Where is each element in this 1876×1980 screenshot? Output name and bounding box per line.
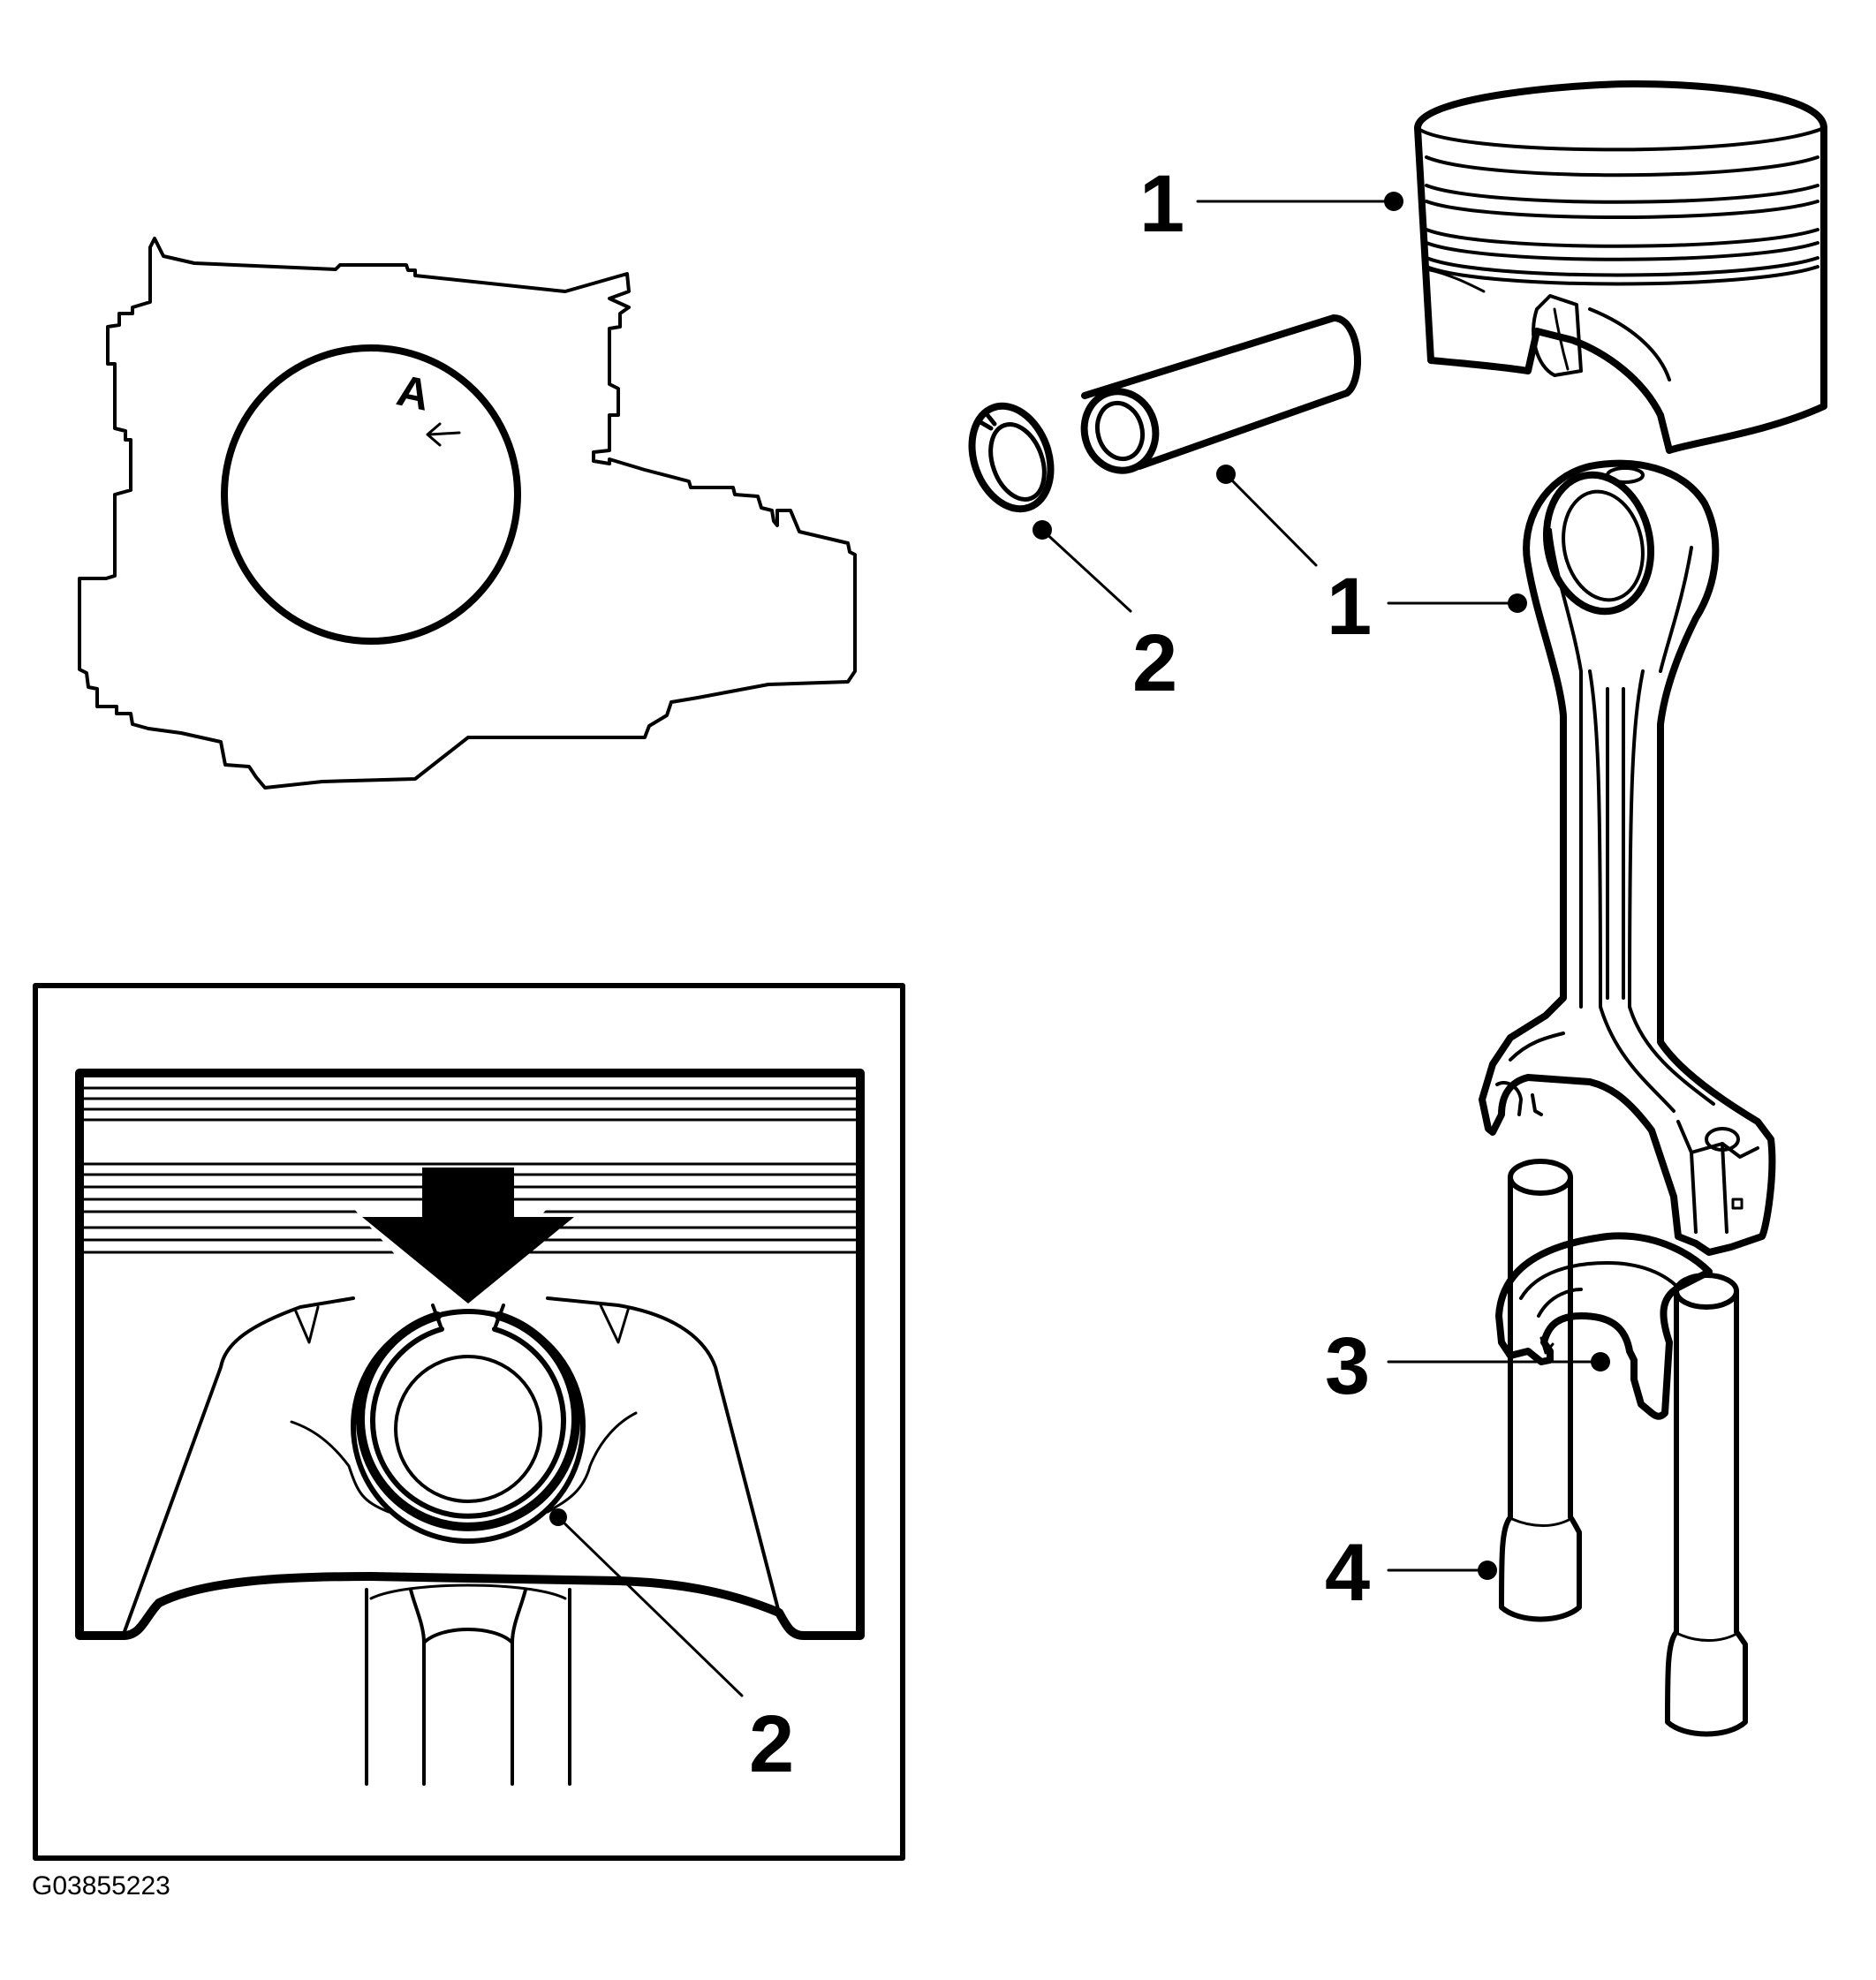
- callout-bolt-guide: 4: [1325, 1528, 1370, 1618]
- cylinder-bore-circle: [221, 344, 521, 645]
- figure-id: G03855223: [32, 1871, 170, 1901]
- detail-view-box: 2: [33, 983, 905, 1861]
- direction-arrow-icon: [362, 1168, 574, 1304]
- callout-connecting-rod: 1: [1327, 562, 1372, 652]
- callout-retainer-exploded: 2: [1132, 618, 1177, 708]
- view-letter: A: [393, 365, 435, 419]
- pin-retainer: [968, 402, 1055, 513]
- piston: [1414, 80, 1827, 454]
- callout-rod-bearing: 3: [1325, 1321, 1370, 1411]
- bolt-guide-right: [1665, 1273, 1748, 1737]
- retaining-clip: [351, 1304, 586, 1544]
- callout-retainer-detail: 2: [749, 1699, 794, 1789]
- piston-pin: [1080, 314, 1361, 474]
- view-arrow-icon: [426, 422, 461, 447]
- bolt-guide-left: [1499, 1159, 1582, 1622]
- engine-block-outline: A: [78, 237, 857, 790]
- rod-bearing-cap: [1495, 1232, 1713, 1420]
- connecting-rod: [1479, 459, 1776, 1256]
- callout-piston: 1: [1139, 159, 1184, 249]
